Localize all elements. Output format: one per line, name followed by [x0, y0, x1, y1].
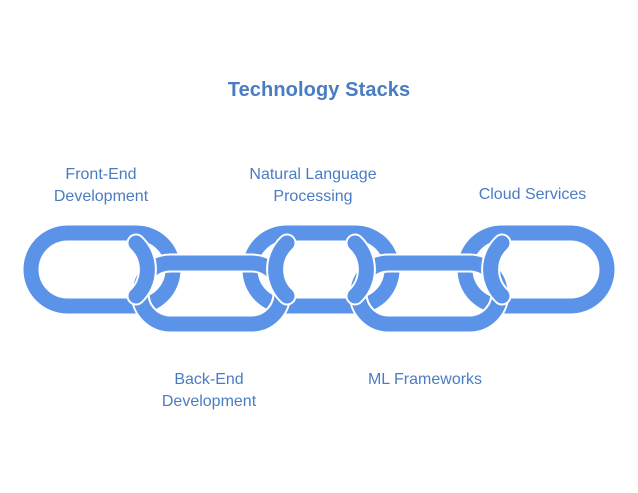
chain-interlock-overlaps	[126, 233, 512, 306]
label-back-end-development: Back-End Development	[161, 371, 257, 410]
label-natural-language-processing: Natural Language Processing	[249, 166, 377, 205]
diagram-title: Technology Stacks	[227, 79, 411, 101]
label-cloud-services: Cloud Services	[478, 186, 587, 203]
label-ml-frameworks: ML Frameworks	[367, 371, 483, 388]
label-front-end-development: Front-End Development	[53, 166, 149, 205]
